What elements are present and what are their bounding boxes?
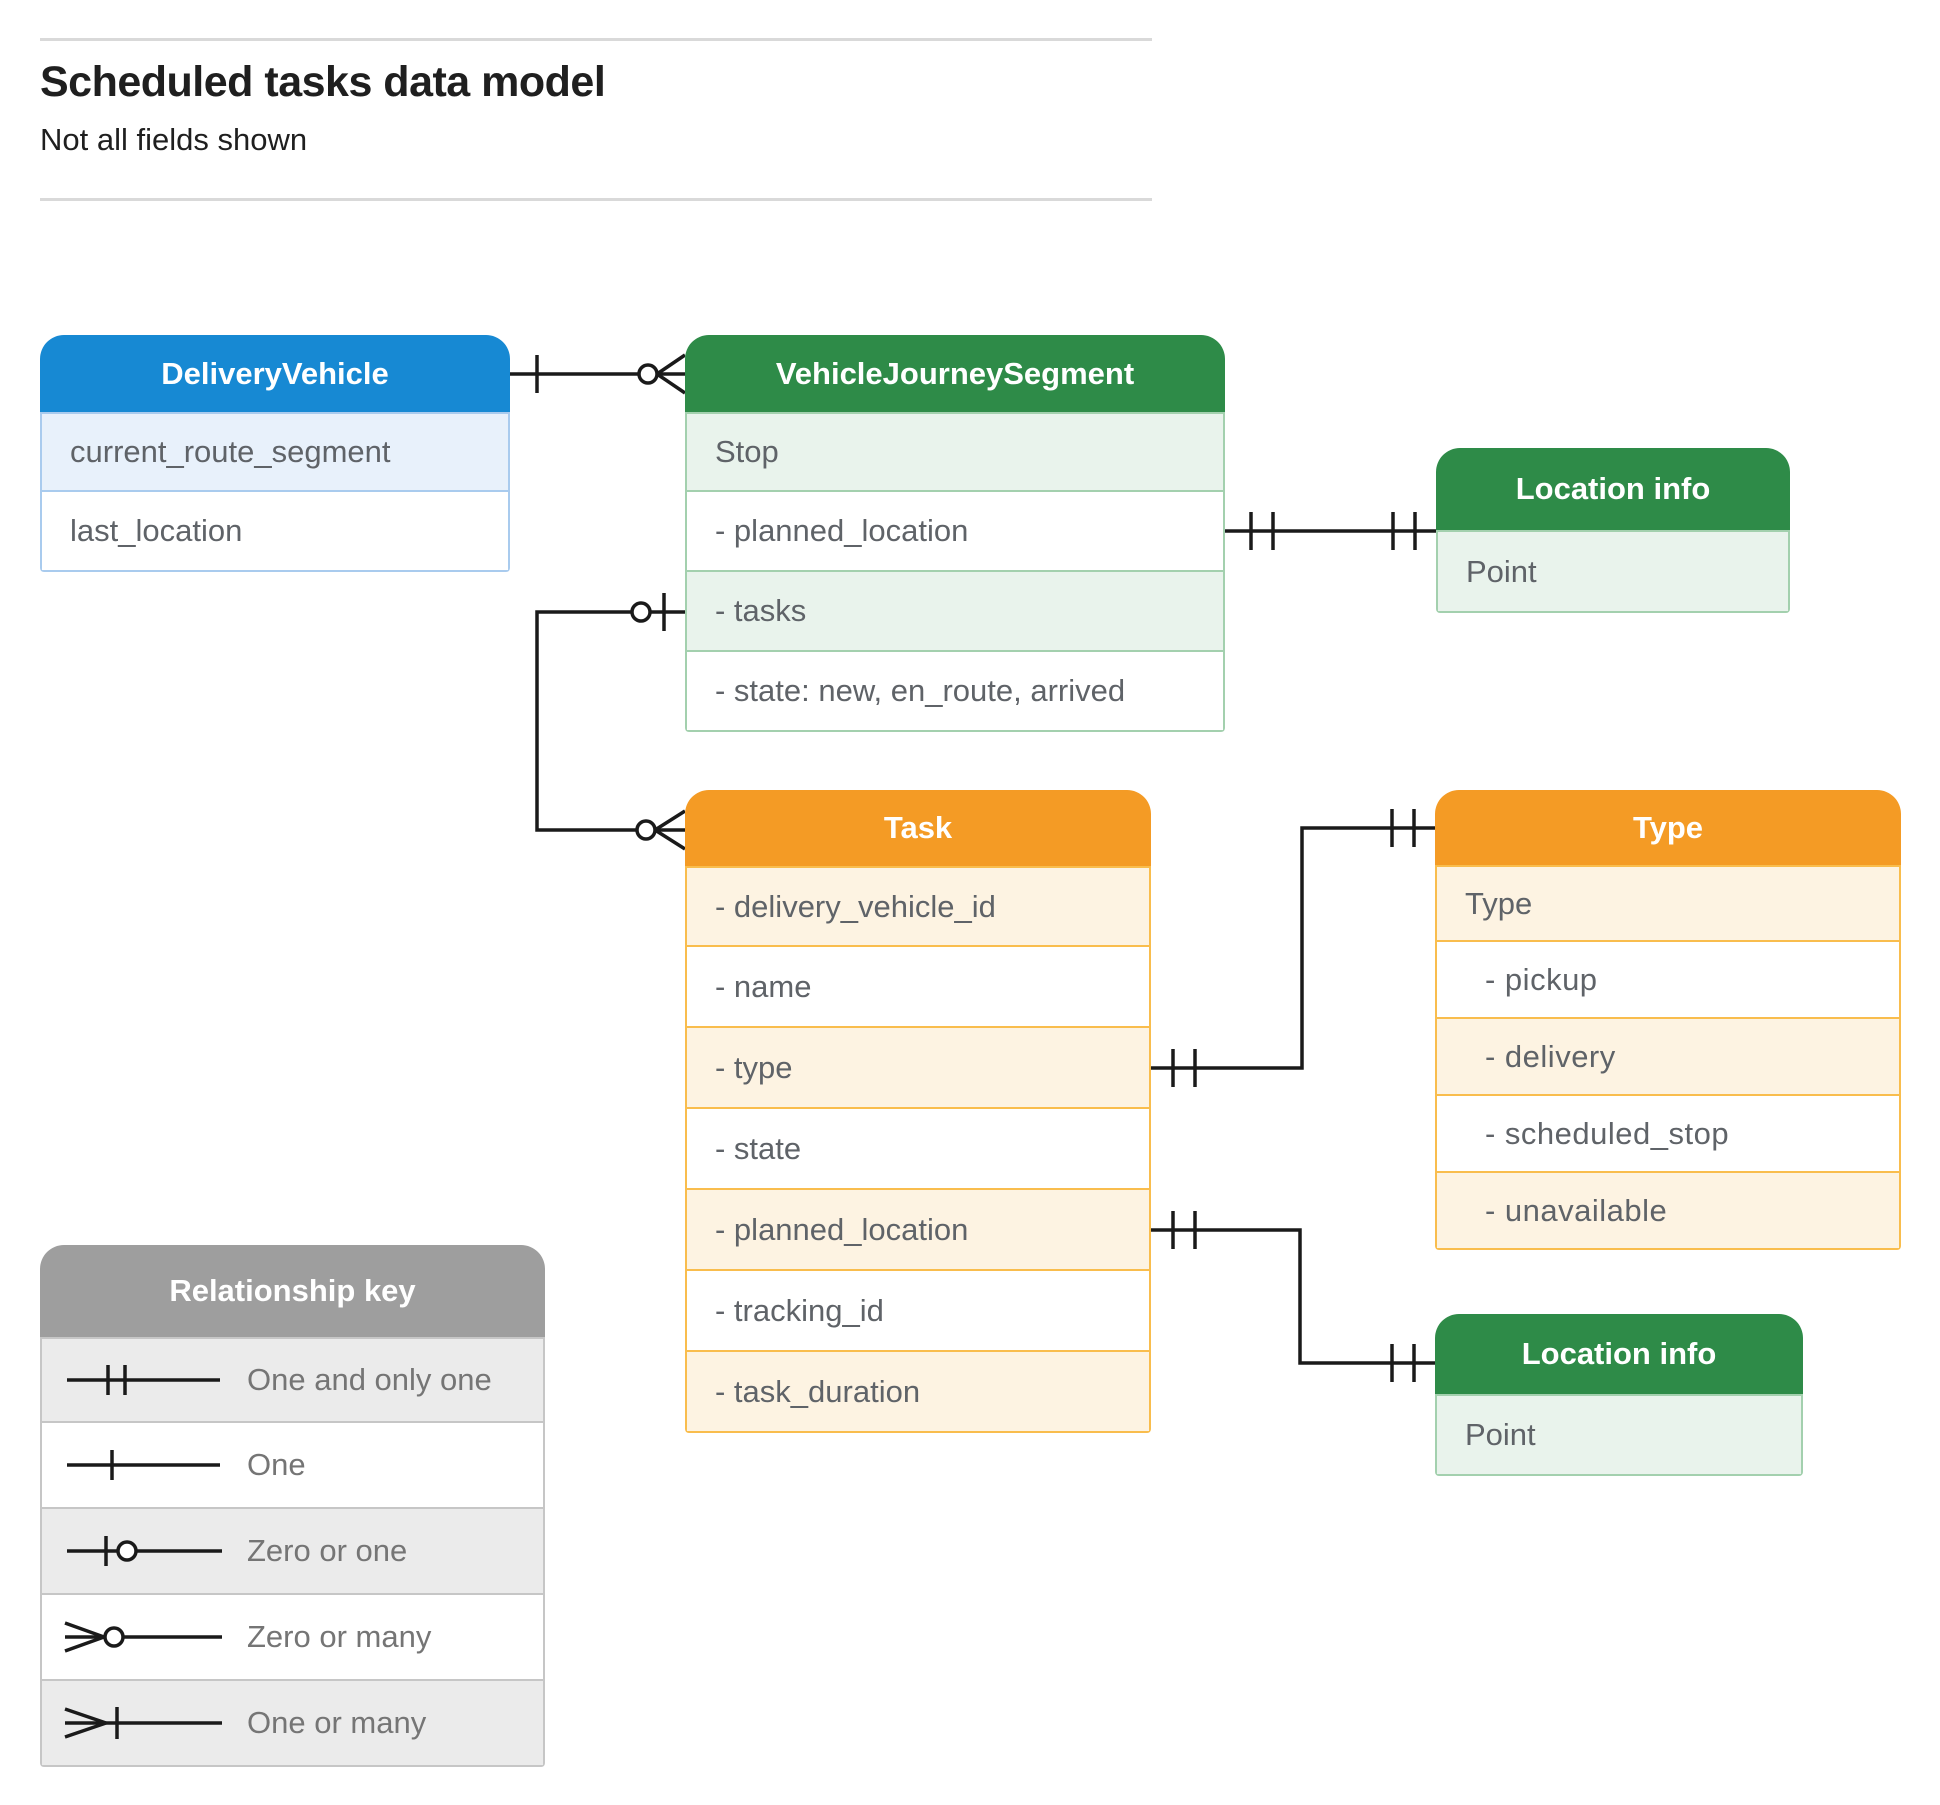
relationship-key-title: Relationship key bbox=[40, 1245, 545, 1337]
entity-type-title: Type bbox=[1435, 790, 1901, 865]
zero-circle bbox=[637, 363, 659, 385]
field-state: - state bbox=[685, 1109, 1151, 1190]
field-task-duration: - task_duration bbox=[685, 1352, 1151, 1433]
relationship-key: Relationship key One and only one One bbox=[40, 1245, 545, 1767]
legend-row-zero-or-one: Zero or one bbox=[40, 1509, 545, 1595]
field-unavailable: - unavailable bbox=[1435, 1173, 1901, 1250]
field-type: - type bbox=[685, 1028, 1151, 1109]
one-and-only-one-icon bbox=[62, 1358, 247, 1402]
field-planned-location: - planned_location bbox=[685, 492, 1225, 572]
one-icon bbox=[62, 1443, 247, 1487]
legend-label: One or many bbox=[247, 1705, 427, 1740]
entity-task: Task - delivery_vehicle_id - name - type… bbox=[685, 790, 1151, 1433]
page-subtitle: Not all fields shown bbox=[40, 122, 308, 157]
entity-vehicle-journey-segment: VehicleJourneySegment Stop - planned_loc… bbox=[685, 335, 1225, 732]
field-point: Point bbox=[1436, 530, 1790, 613]
many-fork bbox=[654, 809, 686, 851]
entity-delivery-vehicle-title: DeliveryVehicle bbox=[40, 335, 510, 412]
legend-row-one-or-many: One or many bbox=[40, 1681, 545, 1767]
top-divider bbox=[40, 38, 1152, 41]
field-scheduled-stop: - scheduled_stop bbox=[1435, 1096, 1901, 1173]
zero-circle bbox=[630, 601, 652, 623]
connector-plannedlocation-locationinfo-top bbox=[1225, 512, 1436, 550]
legend-label: Zero or one bbox=[247, 1533, 408, 1568]
entity-location-info-top-title: Location info bbox=[1436, 448, 1790, 530]
connector-task-plannedlocation-locationinfo-bottom bbox=[1151, 1211, 1435, 1382]
legend-label: Zero or many bbox=[247, 1619, 432, 1654]
legend-row-zero-or-many: Zero or many bbox=[40, 1595, 545, 1681]
field-name: - name bbox=[685, 947, 1151, 1028]
field-current-route-segment: current_route_segment bbox=[40, 412, 510, 492]
field-point: Point bbox=[1435, 1394, 1803, 1476]
connector-task-type bbox=[1151, 809, 1435, 1087]
field-tasks: - tasks bbox=[685, 572, 1225, 652]
entity-type: Type Type - pickup - delivery - schedule… bbox=[1435, 790, 1901, 1250]
entity-delivery-vehicle: DeliveryVehicle current_route_segment la… bbox=[40, 335, 510, 572]
field-state: - state: new, en_route, arrived bbox=[685, 652, 1225, 732]
field-delivery-vehicle-id: - delivery_vehicle_id bbox=[685, 866, 1151, 947]
field-last-location: last_location bbox=[40, 492, 510, 572]
zero-or-one-icon bbox=[62, 1529, 247, 1573]
legend-row-one-and-only-one: One and only one bbox=[40, 1337, 545, 1423]
entity-location-info-top: Location info Point bbox=[1436, 448, 1790, 613]
legend-row-one: One bbox=[40, 1423, 545, 1509]
field-delivery: - delivery bbox=[1435, 1019, 1901, 1096]
connector-vehiclejourneysegment-tasks-task bbox=[535, 593, 686, 851]
bottom-divider bbox=[40, 198, 1152, 201]
zero-circle bbox=[635, 819, 657, 841]
many-fork bbox=[656, 353, 686, 395]
field-pickup: - pickup bbox=[1435, 942, 1901, 1019]
entity-location-info-bottom: Location info Point bbox=[1435, 1314, 1803, 1476]
field-planned-location: - planned_location bbox=[685, 1190, 1151, 1271]
legend-label: One bbox=[247, 1447, 306, 1482]
entity-location-info-bottom-title: Location info bbox=[1435, 1314, 1803, 1394]
legend-label: One and only one bbox=[247, 1362, 492, 1397]
entity-task-title: Task bbox=[685, 790, 1151, 866]
field-tracking-id: - tracking_id bbox=[685, 1271, 1151, 1352]
page-title: Scheduled tasks data model bbox=[40, 58, 606, 106]
field-stop: Stop bbox=[685, 412, 1225, 492]
zero-or-many-icon bbox=[62, 1615, 247, 1659]
field-type-label: Type bbox=[1435, 865, 1901, 942]
connector-deliveryvehicle-vehiclejourneysegment bbox=[510, 353, 686, 395]
entity-vehicle-journey-segment-title: VehicleJourneySegment bbox=[685, 335, 1225, 412]
one-or-many-icon bbox=[62, 1701, 247, 1745]
